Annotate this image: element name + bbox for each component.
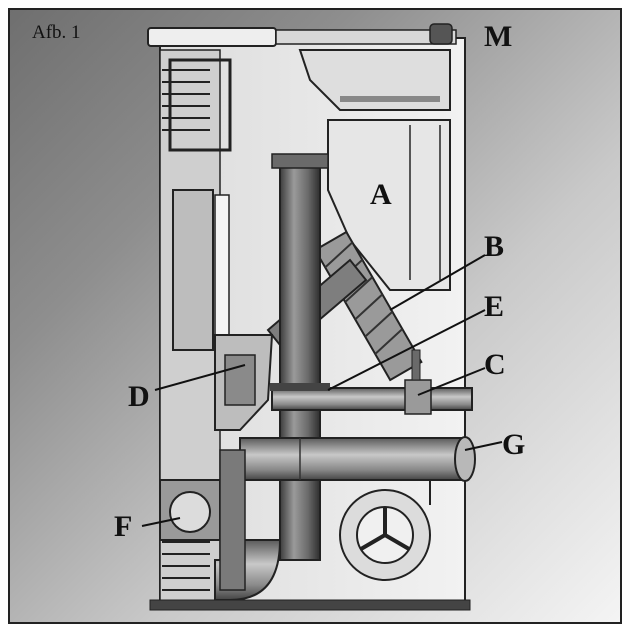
figure-label: Afb. 1 [32,22,81,43]
door-glass [214,194,230,346]
room-fan [169,491,211,533]
diagram-frame: Afb. 1 M A B E C D G F [8,8,622,624]
top-lid [275,29,457,45]
safety-thermostat [429,23,453,45]
callout-e: E [484,290,505,323]
igniter-rod [270,383,330,391]
door-left-frame [172,189,214,351]
flue-pipe-vertical [279,159,321,561]
hopper-top [298,49,451,111]
upper-vent-block [168,58,232,152]
callout-b: B [484,230,505,263]
callout-c: C [484,348,506,381]
leader-lines [141,254,503,527]
exhaust-fan-blades [359,507,411,551]
pellet-hopper [327,119,451,291]
pressure-switch [404,379,432,415]
callout-g: G [502,428,526,461]
hopper-rail [340,96,440,102]
base-plate [149,599,471,611]
callout-d: D [128,380,150,413]
callout-m: M [484,20,513,53]
top-cover [147,27,277,47]
callout-f: F [114,510,133,543]
stove-cross-section [141,23,503,611]
exhaust-pipe [239,437,466,481]
callout-a: A [370,178,392,211]
exhaust-outlet [454,436,476,482]
air-intake-pipe [271,387,473,411]
